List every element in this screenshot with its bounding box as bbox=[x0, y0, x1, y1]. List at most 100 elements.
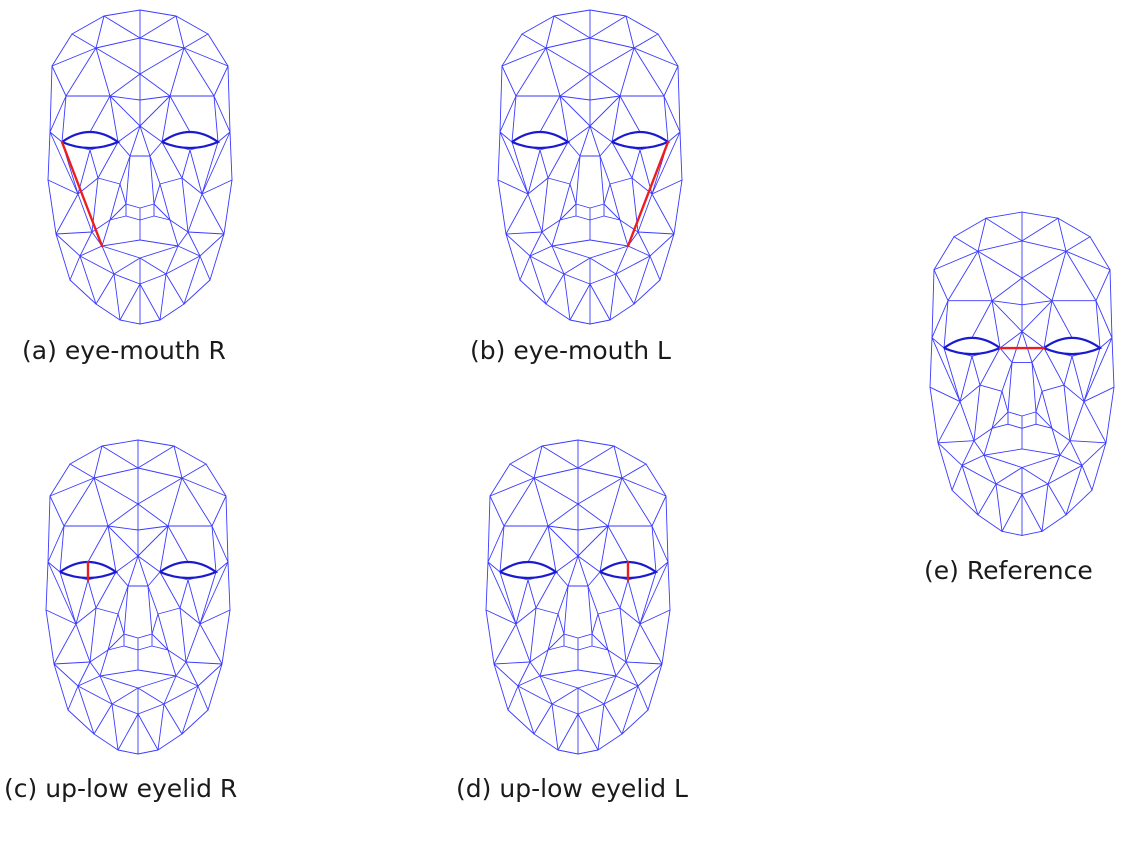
mesh-edge bbox=[493, 661, 531, 665]
panel-a bbox=[40, 8, 240, 328]
mesh-edge bbox=[201, 179, 233, 195]
mesh-edge bbox=[179, 607, 201, 625]
mesh-edge bbox=[995, 467, 1023, 485]
mesh-edge bbox=[159, 183, 171, 221]
mesh-edge bbox=[667, 561, 671, 611]
mesh-edge bbox=[633, 47, 665, 97]
mesh-edge bbox=[499, 65, 503, 133]
mesh-edge bbox=[621, 463, 647, 479]
mesh-edge bbox=[567, 141, 581, 157]
mesh-edge bbox=[589, 125, 613, 143]
face-mesh-e bbox=[929, 211, 1115, 536]
mesh-edge bbox=[597, 613, 609, 651]
mesh-edge bbox=[69, 463, 95, 479]
mesh-edge bbox=[599, 155, 605, 205]
mesh-edge bbox=[569, 155, 581, 185]
left-eye-contour bbox=[61, 131, 121, 150]
mesh-edge bbox=[625, 623, 641, 663]
mesh-edge bbox=[157, 703, 165, 751]
mesh-edge bbox=[487, 561, 501, 573]
mesh-edge bbox=[603, 675, 617, 705]
mesh-edge bbox=[99, 675, 113, 705]
mesh-edge bbox=[151, 645, 169, 651]
mesh-edge bbox=[1041, 390, 1053, 429]
mesh-edge bbox=[1069, 440, 1083, 466]
mesh-edge bbox=[1035, 390, 1043, 413]
mesh-edge bbox=[651, 525, 669, 563]
mesh-edge bbox=[169, 219, 189, 233]
mesh-edge bbox=[663, 65, 679, 97]
mesh-edge bbox=[139, 37, 185, 49]
mesh-edge bbox=[625, 661, 663, 665]
mesh-edge bbox=[139, 239, 179, 247]
mesh-edge bbox=[1047, 464, 1083, 485]
mesh-edge bbox=[223, 179, 233, 235]
mesh-edge bbox=[1001, 361, 1013, 392]
mesh-edge bbox=[69, 279, 97, 305]
mesh-edge bbox=[625, 15, 635, 49]
mesh-edge bbox=[149, 141, 163, 157]
left-eye-contour bbox=[59, 561, 119, 580]
mesh-edge bbox=[1091, 442, 1107, 491]
mesh-edge bbox=[75, 607, 97, 625]
mesh-edge bbox=[529, 649, 549, 663]
mesh-edge bbox=[551, 245, 591, 259]
mesh-edge bbox=[119, 319, 141, 325]
mesh-edge bbox=[167, 649, 187, 663]
mesh-edge bbox=[661, 609, 671, 665]
mesh-edge bbox=[657, 33, 679, 67]
mesh-edge bbox=[49, 495, 65, 527]
mesh-edge bbox=[139, 273, 167, 285]
mesh-edge bbox=[1057, 217, 1067, 252]
mesh-edge bbox=[55, 233, 71, 281]
mesh-edge bbox=[599, 571, 621, 609]
mesh-edge bbox=[209, 233, 225, 281]
mesh-edge bbox=[137, 467, 183, 479]
mesh-edge bbox=[977, 217, 987, 252]
mesh-edge bbox=[931, 337, 945, 349]
mesh-edge bbox=[1099, 337, 1113, 349]
mesh-edge bbox=[577, 633, 593, 639]
mesh-edge bbox=[137, 555, 161, 573]
mesh-edge bbox=[199, 609, 231, 625]
mesh-edge bbox=[139, 319, 161, 325]
mesh-edge bbox=[1057, 217, 1091, 238]
mesh-edge bbox=[111, 703, 119, 751]
mesh-edge bbox=[185, 661, 223, 665]
mesh-edge bbox=[1083, 386, 1115, 403]
mesh-edge bbox=[929, 386, 939, 444]
mesh-edge bbox=[1105, 386, 1115, 444]
mesh-edge bbox=[493, 623, 517, 665]
mesh-edge bbox=[69, 255, 81, 281]
mesh-edge bbox=[181, 477, 213, 527]
mesh-edge bbox=[93, 445, 103, 479]
mesh-edge bbox=[609, 183, 621, 221]
mesh-edge bbox=[637, 193, 653, 233]
mesh-edge bbox=[599, 525, 609, 573]
mesh-edge bbox=[577, 675, 617, 689]
mesh-edge bbox=[529, 245, 553, 257]
mesh-edge bbox=[211, 525, 229, 563]
mesh-edge bbox=[227, 561, 231, 611]
mesh-edge bbox=[75, 579, 89, 625]
mesh-edge bbox=[107, 613, 119, 651]
mesh-edge bbox=[547, 525, 557, 573]
mesh-edge bbox=[529, 661, 541, 677]
mesh-edge bbox=[1063, 384, 1071, 442]
mesh-edge bbox=[109, 183, 121, 221]
mesh-edge bbox=[1111, 337, 1115, 388]
mesh-edge bbox=[47, 131, 51, 181]
mesh-edge bbox=[589, 37, 635, 49]
mesh-edge bbox=[551, 703, 579, 715]
mesh-edge bbox=[999, 347, 1013, 363]
mesh-edge bbox=[639, 623, 663, 665]
mesh-edge bbox=[115, 555, 139, 573]
mesh-edge bbox=[505, 231, 543, 235]
mesh-edge bbox=[515, 47, 547, 97]
mesh-edge bbox=[517, 685, 535, 735]
mesh-edge bbox=[503, 477, 535, 527]
mesh-edge bbox=[165, 273, 185, 305]
mesh-edge bbox=[589, 215, 605, 221]
mesh-edge bbox=[127, 555, 139, 587]
mesh-edge bbox=[117, 125, 141, 143]
